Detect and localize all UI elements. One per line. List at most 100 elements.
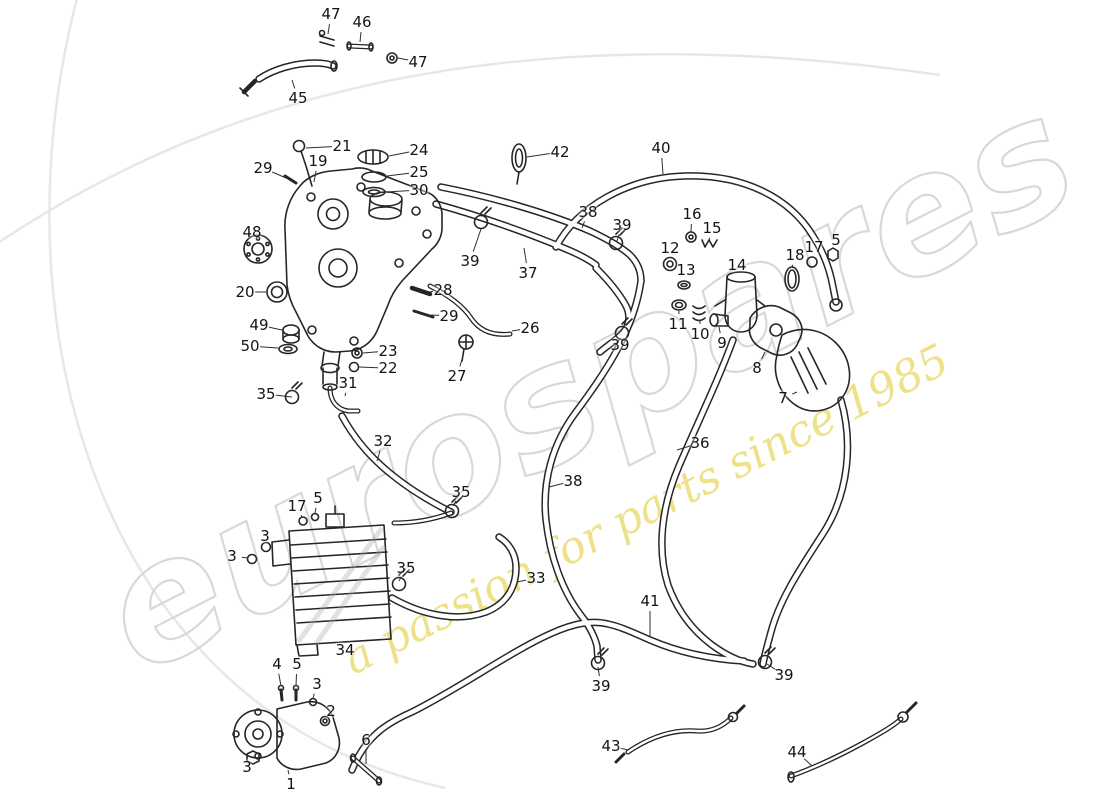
leader-line-27: [459, 355, 464, 367]
part-callout-28: 28: [433, 281, 453, 299]
leader-line-43: [620, 747, 629, 751]
part-callout-11: 11: [668, 315, 688, 333]
leader-line-37: [523, 247, 527, 264]
leader-line-4: [278, 673, 282, 687]
part-callout-44: 44: [787, 743, 807, 761]
clamp-icon: [608, 227, 627, 251]
part-callout-32: 32: [373, 432, 393, 450]
leader-line-47: [397, 57, 409, 61]
leader-line-38: [581, 221, 585, 229]
leader-line-40: [661, 157, 664, 175]
part-callout-6: 6: [361, 731, 371, 749]
part-callout-15: 15: [702, 219, 722, 237]
part-callout-38: 38: [578, 203, 598, 221]
part-callout-35: 35: [396, 559, 416, 577]
part-callout-27: 27: [447, 367, 467, 385]
breather-hose-group: [239, 29, 398, 97]
part-callout-39: 39: [610, 336, 630, 354]
part-callout-47: 47: [321, 5, 341, 23]
leader-line-3: [312, 693, 315, 699]
part-callout-38: 38: [563, 472, 583, 490]
part-callout-39: 39: [612, 216, 632, 234]
part-callout-42: 42: [550, 143, 570, 161]
leader-line-7: [791, 391, 798, 395]
leader-line-49: [268, 326, 283, 331]
leader-line-50: [259, 346, 279, 349]
part-callout-21: 21: [332, 137, 352, 155]
leader-line-47: [327, 23, 330, 35]
leader-line-39: [766, 663, 776, 671]
leader-line-25: [386, 172, 410, 177]
leader-line-28: [428, 290, 434, 293]
leader-line-35: [452, 500, 457, 507]
part-callout-4: 4: [272, 655, 282, 673]
leader-line-39: [616, 234, 620, 242]
leader-line-42: [526, 153, 551, 158]
part-callout-49: 49: [249, 316, 269, 334]
part-callout-7: 7: [778, 389, 788, 407]
leader-line-19: [313, 170, 317, 183]
leader-line-31: [344, 392, 347, 397]
part-callout-3: 3: [260, 527, 270, 545]
part-callout-30: 30: [409, 181, 429, 199]
swoosh-curve: [0, 52, 941, 244]
part-callout-46: 46: [352, 13, 372, 31]
part-callout-43: 43: [601, 737, 621, 755]
clamps-group: [284, 206, 776, 671]
part-callout-36: 36: [690, 434, 710, 452]
part-callout-35: 35: [256, 385, 276, 403]
leader-line-39: [597, 666, 600, 677]
clamp-icon: [473, 206, 492, 230]
leader-line-17: [300, 514, 303, 518]
leader-line-46: [359, 31, 362, 43]
leader-line-29: [272, 171, 287, 179]
leader-line-22: [358, 366, 379, 369]
leader-line-32: [376, 450, 381, 462]
part-callout-3: 3: [312, 675, 322, 693]
oil-filter-group: [748, 298, 851, 412]
vent-hoses-group: [614, 701, 918, 783]
part-callout-8: 8: [752, 359, 762, 377]
leader-line-3: [241, 556, 249, 559]
part-callout-33: 33: [526, 569, 546, 587]
part-callout-2: 2: [326, 702, 336, 720]
part-callout-45: 45: [288, 89, 308, 107]
leader-line-38: [548, 482, 564, 488]
part-callout-14: 14: [727, 256, 747, 274]
part-callout-24: 24: [409, 141, 429, 159]
part-callout-3: 3: [242, 758, 252, 776]
leader-line-18: [791, 264, 794, 269]
leader-line-8: [761, 351, 766, 360]
swoosh-curve: [48, 0, 446, 790]
clamp-icon: [614, 317, 633, 341]
part-callout-50: 50: [240, 337, 260, 355]
bracket-42-group: [511, 143, 527, 185]
leader-line-5: [314, 507, 317, 514]
leader-line-1: [287, 769, 290, 775]
part-callout-13: 13: [676, 261, 696, 279]
part-callout-5: 5: [292, 655, 302, 673]
clamp-icon: [391, 568, 410, 592]
part-callout-19: 19: [308, 152, 328, 170]
leader-line-36: [676, 445, 691, 451]
part-callout-3: 3: [227, 547, 237, 565]
leader-line-39: [472, 228, 482, 252]
part-callout-1: 1: [286, 775, 296, 793]
part-callout-39: 39: [774, 666, 794, 684]
part-callout-41: 41: [640, 592, 660, 610]
leader-line-45: [291, 79, 296, 89]
part-callout-35: 35: [451, 483, 471, 501]
clamp-icon: [444, 495, 463, 519]
part-callout-5: 5: [313, 489, 323, 507]
part-callout-17: 17: [287, 497, 307, 515]
clamp-icon: [757, 646, 776, 670]
filler-cap-group: [357, 149, 389, 198]
leader-line-33: [516, 579, 527, 583]
leader-line-15: [708, 237, 711, 242]
oil-cooler-group: [246, 505, 392, 657]
leader-line-30: [385, 190, 410, 193]
part-callout-25: 25: [409, 163, 429, 181]
